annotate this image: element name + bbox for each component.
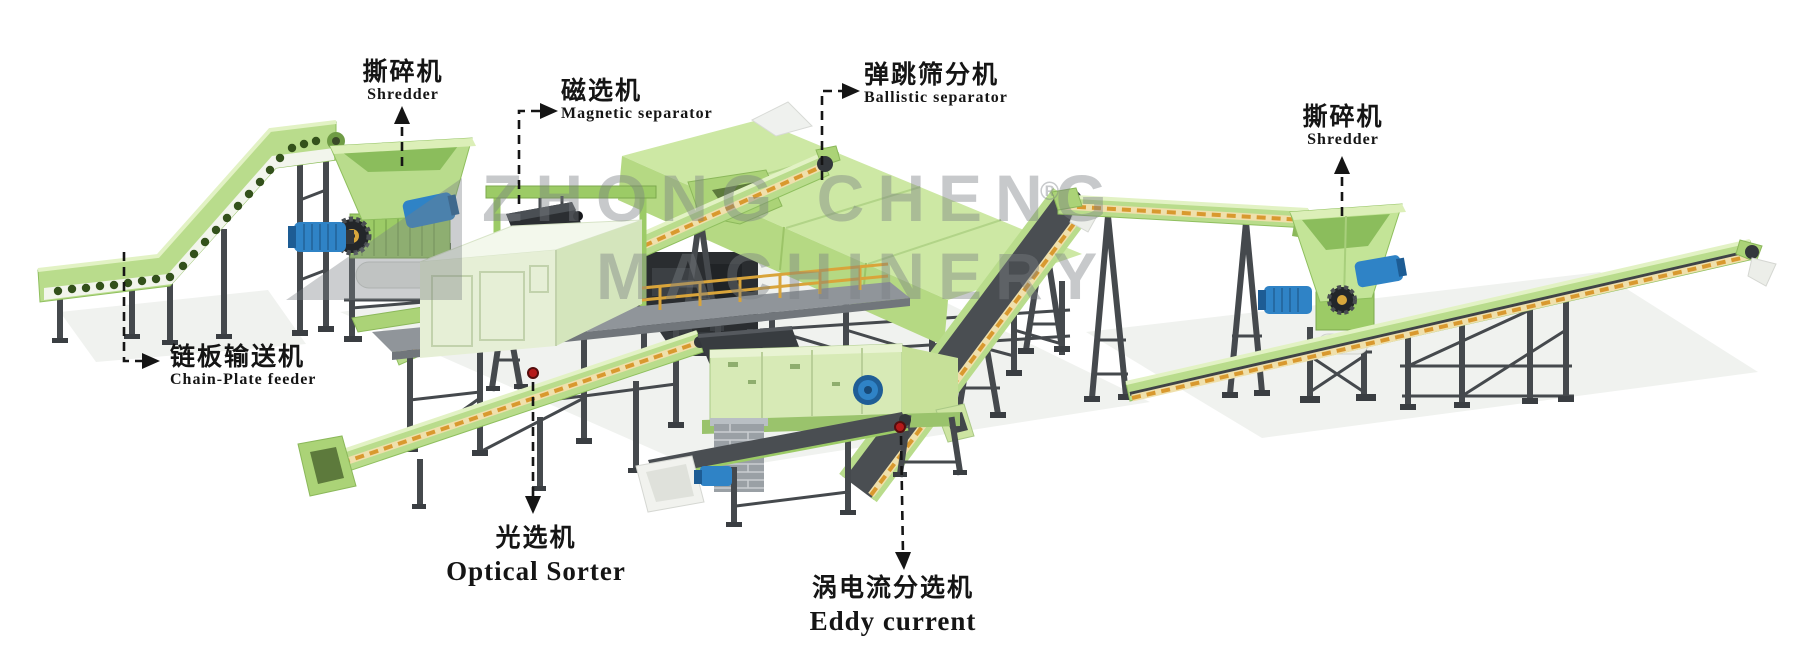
label-shredder-left: 撕碎机 Shredder xyxy=(303,58,503,104)
label-chain-plate-feeder: 链板输送机 Chain-Plate feeder xyxy=(170,343,400,389)
connector-magnetic-separator xyxy=(517,103,558,204)
label-chain-plate-zh: 链板输送机 xyxy=(170,343,306,371)
label-shredder-left-zh: 撕碎机 xyxy=(362,58,444,86)
label-ballistic-zh: 弹跳筛分机 xyxy=(864,61,1000,89)
shredder-right-gear xyxy=(1327,285,1357,315)
connector-shredder-left xyxy=(394,106,410,166)
connector-eddy-current xyxy=(894,421,911,570)
label-optical-zh: 光选机 xyxy=(495,524,577,552)
label-optical-en: Optical Sorter xyxy=(446,556,626,586)
shredder-left-motor xyxy=(288,192,460,252)
label-eddy-en: Eddy current xyxy=(809,606,977,636)
right-output-conveyor xyxy=(1125,239,1777,410)
eddy-motor xyxy=(853,375,883,405)
label-ballistic-en: Ballistic separator xyxy=(864,89,1008,106)
connector-chain-plate-feeder xyxy=(122,252,160,369)
label-eddy-zh: 涡电流分选机 xyxy=(811,574,974,602)
label-magnetic-separator: 磁选机 Magnetic separator xyxy=(561,77,781,123)
label-ballistic-separator: 弹跳筛分机 Ballistic separator xyxy=(864,61,1094,107)
eddy-current-machine xyxy=(697,326,975,492)
shredder-right-machine xyxy=(1258,203,1407,403)
label-shredder-right: 撕碎机 Shredder xyxy=(1243,103,1443,149)
chain-plate-feeder xyxy=(37,120,345,345)
conveyor-to-eddy xyxy=(297,330,706,509)
bottom-discharge-conveyor xyxy=(635,412,911,527)
connector-ballistic-separator xyxy=(820,83,860,180)
label-magnetic-en: Magnetic separator xyxy=(561,105,713,122)
label-chain-plate-en: Chain-Plate feeder xyxy=(170,371,317,388)
connector-shredder-right xyxy=(1334,156,1350,216)
label-eddy-current: 涡电流分选机 Eddy current xyxy=(758,574,1028,636)
label-shredder-right-zh: 撕碎机 xyxy=(1302,103,1384,131)
label-shredder-left-en: Shredder xyxy=(367,86,439,103)
feeder-holes xyxy=(53,136,321,296)
label-shredder-right-en: Shredder xyxy=(1307,131,1379,148)
label-optical-sorter: 光选机 Optical Sorter xyxy=(406,524,666,586)
shredder-right-motors xyxy=(1258,255,1407,314)
connector-optical-sorter xyxy=(525,367,541,514)
shredder-left-machine xyxy=(288,137,476,342)
label-magnetic-zh: 磁选机 xyxy=(561,77,643,105)
